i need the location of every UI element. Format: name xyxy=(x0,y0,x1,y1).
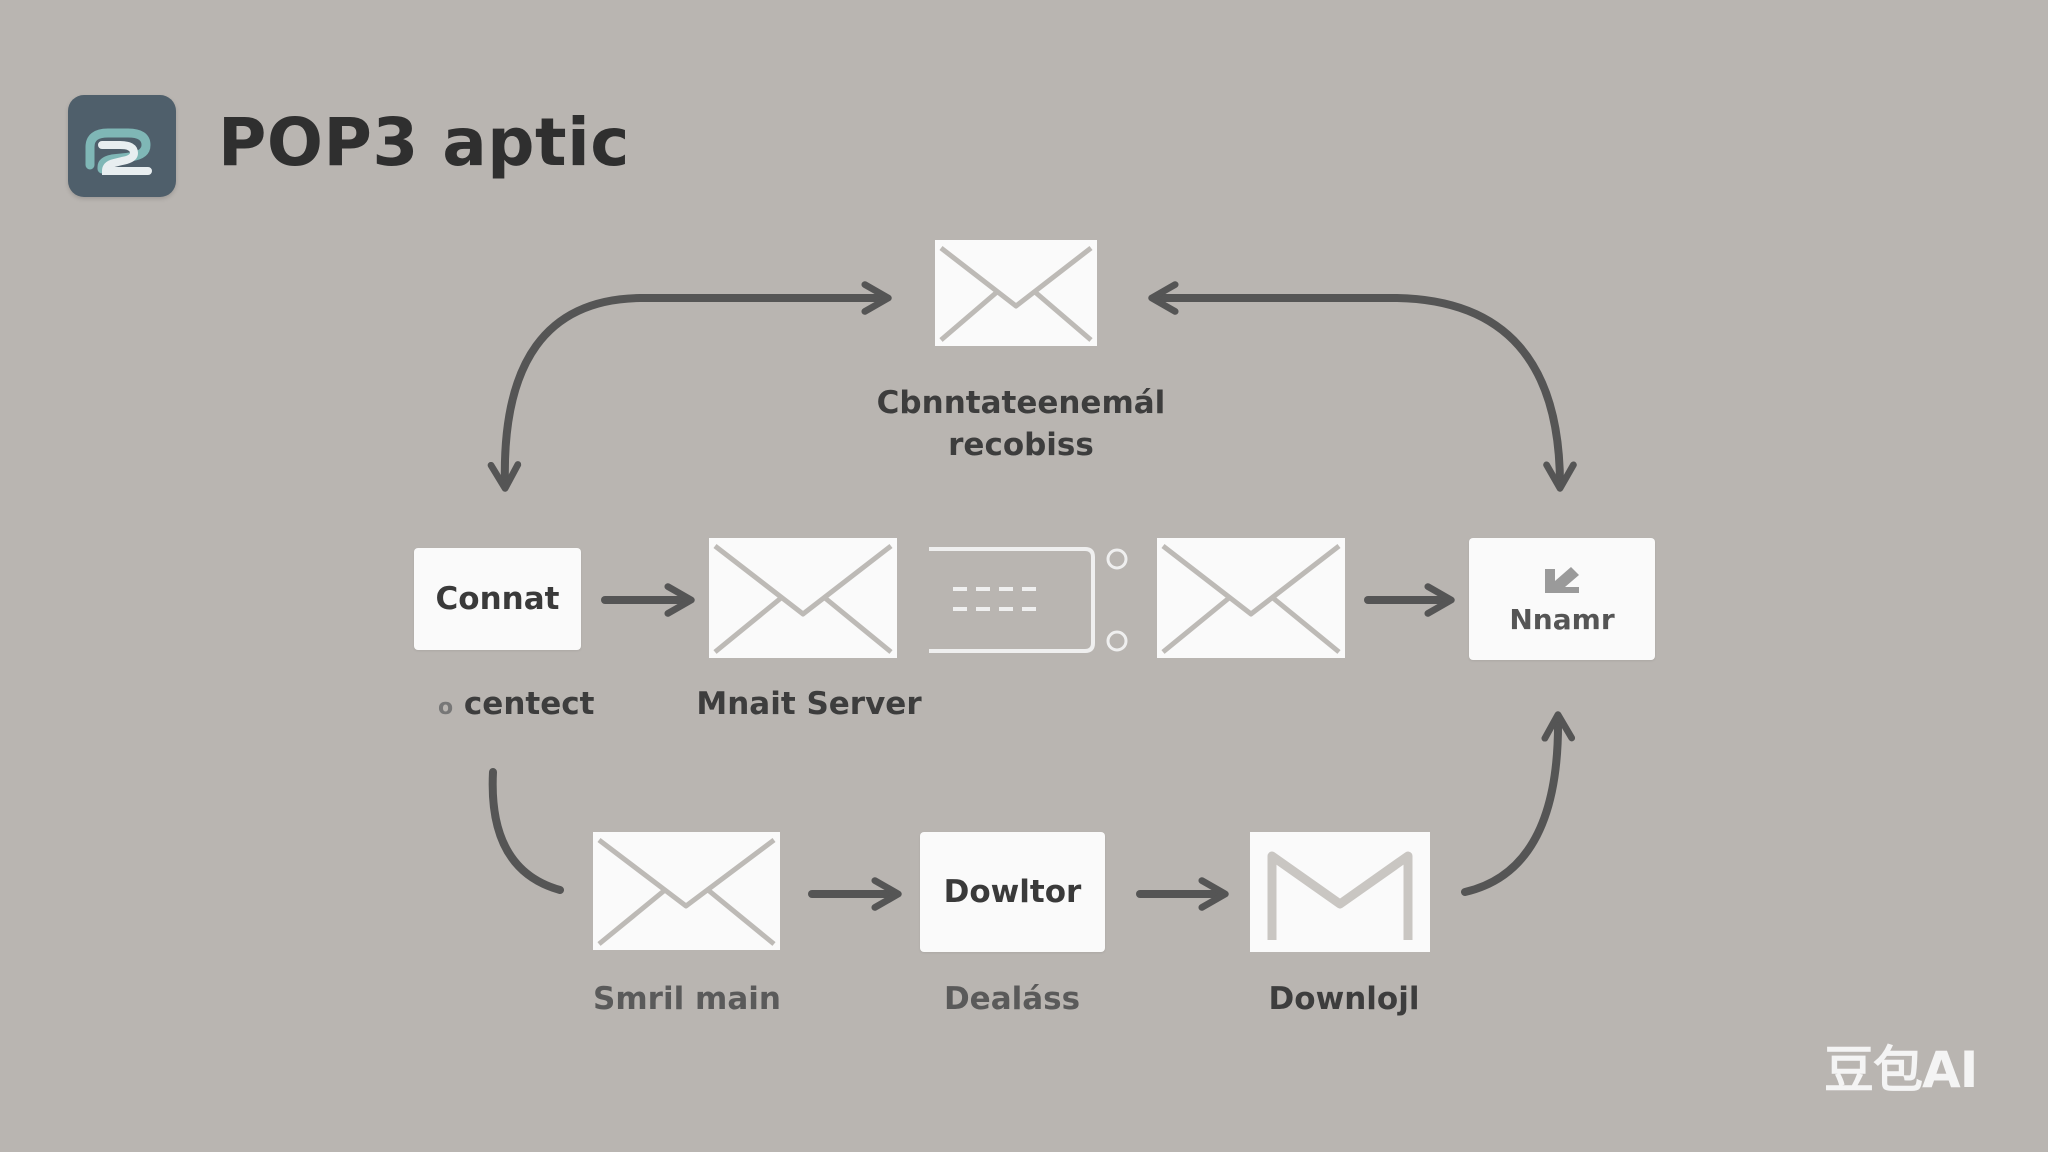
middle-envelope-icon xyxy=(1157,538,1345,658)
app-logo xyxy=(68,95,176,197)
name-box: Nnamr xyxy=(1469,538,1655,660)
connect-label-mark: o xyxy=(438,695,454,720)
top-process-label-line1: Cbnntateenemál xyxy=(876,385,1166,421)
arrow-connect-down-curve xyxy=(488,768,564,894)
top-envelope-icon xyxy=(935,240,1097,346)
gmail-icon xyxy=(1250,832,1430,952)
arrow-top-left-loop xyxy=(487,281,892,492)
connect-label-text: centect xyxy=(463,686,595,722)
logo-glyph-icon xyxy=(85,128,152,175)
top-process-label: Cbnntateenemál recobiss xyxy=(877,382,1166,466)
download-box-label: Dealáss xyxy=(943,981,1081,1017)
arrow-top-right-loop xyxy=(1148,281,1577,492)
download-label: Downlojl xyxy=(1268,981,1420,1017)
watermark: 豆包AI xyxy=(1824,1041,1978,1099)
small-mail-envelope-icon xyxy=(593,832,780,950)
name-box-label: Nnamr xyxy=(1509,602,1615,636)
connect-label: o centect xyxy=(438,686,594,722)
top-process-label-line2: recobiss xyxy=(948,427,1094,463)
connect-box: Connat xyxy=(414,548,581,650)
small-mail-label: Smril main xyxy=(593,981,781,1017)
inbox-arrow-icon xyxy=(1545,566,1579,593)
arrow-up-to-name xyxy=(1461,711,1576,896)
mail-server-label: Mnait Server xyxy=(696,686,922,722)
page-title: POP3 aptic xyxy=(218,104,630,181)
mail-server-envelope-icon xyxy=(709,538,897,658)
transfer-connector-icon xyxy=(925,545,1130,655)
download-box: Dowltor xyxy=(920,832,1105,952)
